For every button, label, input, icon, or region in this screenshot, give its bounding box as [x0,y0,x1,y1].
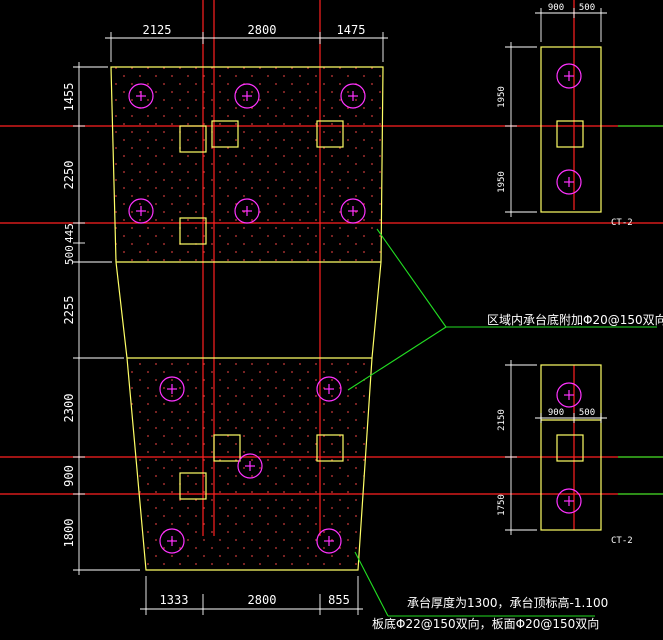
leader-note [354,551,389,617]
pile-cap-outline [110,66,384,571]
column-markers [179,120,584,500]
dim-top-1: 2125 [143,23,172,37]
leader-lines [347,228,657,617]
pile-main-4 [128,198,154,224]
pile-ct_top-2 [556,169,582,195]
pile-main-2 [234,83,260,109]
pile-main-8 [316,376,342,402]
dim-left-5: 2255 [62,296,76,325]
dim-bottom-3: 855 [328,593,350,607]
pile-main-3 [340,83,366,109]
dim-ct-top-1: 900 [548,3,564,13]
rebar-note: 板底Φ22@150双向，板面Φ20@150双向 [372,616,599,631]
dim-ct-bottom-1: 900 [548,408,564,418]
leader-region-bottom [347,326,447,391]
pile-main-10 [159,528,185,554]
dim-bottom-1: 1333 [160,593,189,607]
annotation-labels: CT-2 CT-2 区域内承台底附加Φ20@150双向 承台厚度为1300，承台… [372,218,663,631]
cap-thickness-note: 承台厚度为1300，承台顶标高-1.100 [407,595,608,610]
pile-ct_bottom-1 [556,382,582,408]
pile-cap-outlines [110,46,602,571]
pile-markers [128,63,582,554]
dim-left-2: 2250 [62,161,76,190]
column-ct_bottom-1 [556,434,584,462]
ct-bottom-outline [540,364,602,531]
pile-main-9 [237,453,263,479]
dim-bottom-2: 2800 [248,593,277,607]
ct-top-label: CT-2 [611,218,633,228]
column-ct_top-1 [556,120,584,148]
pile-main-1 [128,83,154,109]
dim-ct-top-side-2: 1950 [497,171,507,193]
column-main-6 [316,434,344,462]
dim-top-2: 2800 [248,23,277,37]
dim-left-6: 2300 [62,394,76,423]
ct-top-outline [540,46,602,213]
dim-left-7: 900 [62,465,76,487]
dim-top-3: 1475 [337,23,366,37]
dim-ct-top-side-1: 1950 [497,86,507,108]
dim-ct-bottom-side-2: 1750 [497,494,507,516]
dimension-lines [73,8,607,615]
hatch-region-top [111,67,383,262]
column-main-2 [211,120,239,148]
dim-left-3: 500 [63,245,76,265]
pile-main-6 [340,198,366,224]
ct-bottom-label: CT-2 [611,536,633,546]
axis-green-ticks [618,125,663,495]
dim-ct-bottom-side-1: 2150 [497,409,507,431]
dimension-text: 2125 2800 1475 1333 2800 855 1455 2250 5… [62,3,595,607]
column-main-7 [179,472,207,500]
pile-ct_top-1 [556,63,582,89]
dim-left-8: 1800 [62,519,76,548]
column-main-4 [179,217,207,245]
pile-main-7 [159,376,185,402]
dim-ct-bottom-2: 500 [579,408,595,418]
dim-left-4: 445 [63,223,76,243]
pile-main-5 [234,198,260,224]
leader-region-top [376,228,447,328]
dim-ct-top-2: 500 [579,3,595,13]
pile-ct_bottom-2 [556,488,582,514]
dim-left-1: 1455 [62,83,76,112]
column-main-3 [316,120,344,148]
column-main-5 [213,434,241,462]
pile-main-11 [316,528,342,554]
column-main-1 [179,125,207,153]
region-rebar-note: 区域内承台底附加Φ20@150双向 [487,312,663,327]
